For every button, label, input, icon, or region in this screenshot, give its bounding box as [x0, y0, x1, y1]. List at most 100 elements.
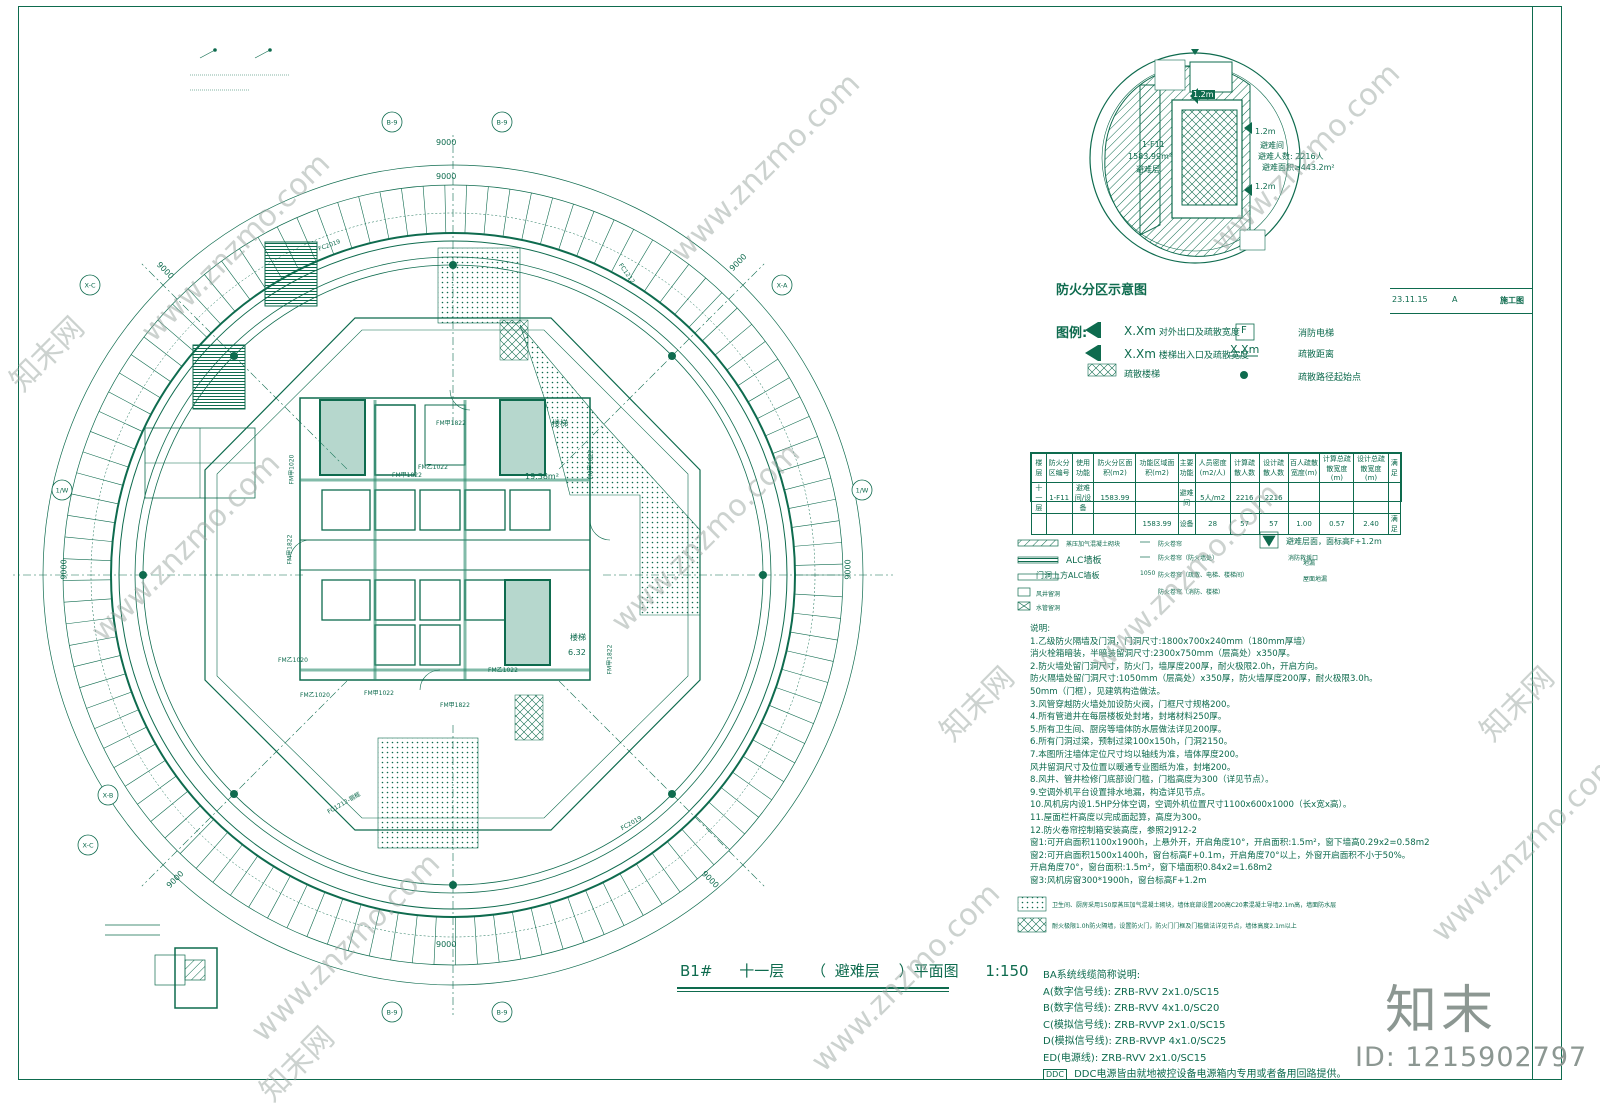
ddc-text: DDC电源皆由就地被控设备电源箱内专用或者备用回路提供。	[1074, 1069, 1347, 1080]
table-cell: 2216	[1258, 482, 1289, 514]
mullion-tick	[769, 705, 814, 724]
mullion-tick	[791, 520, 840, 528]
mullion-tick	[726, 341, 766, 371]
table-header-cell: 满足	[1387, 453, 1402, 483]
sheet-border	[18, 6, 1562, 1080]
room-label-8: FM甲1822	[286, 534, 294, 565]
facade-mullion-ticks	[63, 185, 843, 965]
mullion-tick	[82, 451, 129, 468]
plan-title-floor: 十一层	[739, 962, 785, 980]
table-cell: 5人/m2	[1194, 482, 1231, 514]
mullion-tick	[286, 884, 308, 929]
mullion-tick	[221, 260, 251, 300]
legend2-item-3: 门洞上方ALC墙板	[1036, 571, 1100, 580]
title-block-date: 23.11.15	[1392, 295, 1428, 304]
note-line: 9.空调外机平台设置排水地漏，构造详见节点。	[1030, 787, 1211, 798]
ba-cable-notes: BA系统线缆简称说明: A(数字信号线): ZRB-RVV 2x1.0/SC15…	[1043, 968, 1346, 1084]
mullion-tick	[611, 229, 634, 273]
mullion-tick	[98, 411, 143, 432]
area-label-1: 19.38m²	[525, 472, 559, 481]
mullion-tick	[411, 915, 418, 963]
mullion-tick	[737, 358, 779, 386]
room-label-7: FM甲1822	[440, 702, 470, 709]
area-label-2: 6.32	[568, 648, 586, 657]
mullion-tick	[464, 185, 467, 234]
stair-label-1: 楼梯	[552, 419, 568, 428]
table-cell	[1353, 482, 1389, 514]
mullion-tick	[474, 916, 478, 965]
legend-item-1-text: 对外出口及疏散宽度	[1158, 328, 1240, 338]
mullion-tick	[401, 188, 409, 237]
mullion-tick	[433, 916, 437, 965]
table-cell: 十一层	[1031, 482, 1047, 514]
axis-bubble: X-A	[771, 274, 793, 296]
legend2-item-5: 水管留洞	[1036, 605, 1061, 612]
mullion-tick	[79, 673, 126, 689]
table-cell	[1135, 482, 1179, 514]
mullion-tick	[540, 197, 553, 245]
mullion-tick	[651, 852, 681, 893]
mullion-tick	[66, 617, 114, 625]
note-line: 50mm（门框），见建筑构造做法。	[1030, 686, 1166, 697]
table-header-cell: 计算总疏散宽度(m)	[1319, 453, 1355, 483]
legend2-item-7: 防火卷帘（防火墙处）	[1158, 555, 1219, 562]
legend-item-3: 疏散楼梯	[1124, 370, 1161, 380]
ba-line-c: C(模拟信号线): ZRB-RVVP 2x1.0/SC15	[1043, 1019, 1226, 1031]
table-header-cell: 设计总疏散宽度(m)	[1353, 453, 1389, 483]
plan-title-building: B1#	[680, 962, 713, 980]
table-header-cell: 功能区域面积(m2)	[1135, 453, 1179, 483]
axis-bubble-circle	[97, 784, 119, 806]
table-cell	[1071, 513, 1095, 535]
legend2-item-2: ALC墙板	[1066, 556, 1102, 566]
mullion-tick	[772, 436, 818, 454]
axis-bubble-label: X-B	[103, 792, 114, 800]
mullion-tick	[73, 655, 121, 667]
legend2-item-9: 防火卷帘（消防、楼梯）	[1158, 589, 1225, 596]
mullion-tick	[732, 771, 772, 801]
room-label-9: FM乙1020	[300, 692, 330, 699]
inset-width-3: 1.2m	[1255, 182, 1276, 191]
mullion-tick	[793, 542, 842, 547]
axis-bubble-circle	[381, 1001, 403, 1023]
mullion-tick	[521, 192, 532, 241]
mullion-tick	[306, 891, 326, 937]
mullion-tick	[794, 563, 843, 566]
mullion-tick	[63, 598, 112, 603]
legend2-item-6: 防火卷帘	[1158, 541, 1183, 548]
note-line: 风井留洞尺寸及位置以暖通专业图纸为准，封堵200。	[1030, 762, 1236, 773]
axis-bubble-label: B-9	[387, 119, 398, 127]
mullion-tick	[794, 593, 843, 598]
doors	[289, 389, 611, 691]
inset-refuge-area: 避难面积≥443.2m²	[1262, 163, 1335, 172]
dim-top-1: 9000	[436, 138, 457, 147]
legend2-item-11: 避难层面，面标高F+1.2m	[1286, 537, 1382, 546]
plan-title-type: 避难层	[834, 962, 880, 980]
axis-bubble: B-9	[491, 111, 513, 133]
ba-line-a: A(数字信号线): ZRB-RVV 2x1.0/SC15	[1043, 986, 1220, 998]
inset-corridor: 避难间	[1260, 141, 1284, 150]
mullion-tick	[125, 760, 166, 787]
note-line: 开启角度70°，窗台面积:1.5m²，窗下墙面积0.84x2=1.68m2	[1030, 863, 1273, 874]
room-label-10: FM乙1022	[488, 667, 518, 674]
note-line: 3.风管穿越防火墙处加设防火阀，门框尺寸规格200。	[1030, 699, 1236, 710]
mullion-tick	[558, 203, 574, 250]
mullion-tick	[63, 579, 112, 581]
table-header-cell: 使用功能	[1071, 453, 1095, 483]
axis-bubble: X-C	[77, 834, 99, 856]
title-block-rev: A	[1452, 295, 1458, 304]
inset-width-1: 1.2m	[1192, 90, 1215, 99]
mullion-tick	[702, 307, 738, 342]
legend-heading: 图例:	[1056, 326, 1088, 341]
mullion-tick	[792, 612, 841, 619]
mullion-tick	[212, 844, 243, 883]
note-line: 12.防火卷帘控制箱安装高度，参照2J912-2	[1030, 825, 1197, 836]
axis-bubble-label: X-A	[777, 282, 788, 290]
watermark-brand-logo: 知末	[1385, 981, 1498, 1041]
axis-bubble: B-9	[491, 1001, 513, 1023]
mullion-tick	[788, 498, 836, 509]
ba-line-b: B(数字信号线): ZRB-RVV 4x1.0/SC20	[1043, 1003, 1220, 1014]
inner-octagon	[204, 317, 701, 831]
title-block: 23.11.15 A 施工图	[1390, 288, 1532, 314]
mullion-tick	[131, 354, 171, 383]
